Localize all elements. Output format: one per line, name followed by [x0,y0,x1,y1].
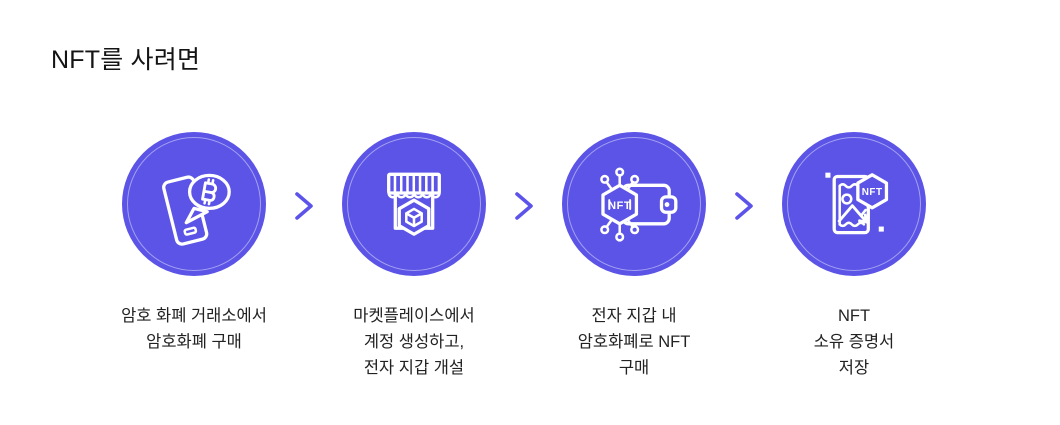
marketplace-store-icon [387,172,441,236]
nft-label: NFT [862,187,883,198]
step-circle [122,132,266,276]
caption-line: 전자 지갑 개설 [363,359,465,377]
step-certificate-storage: NFT NFT 소유 증명서 저장 [744,132,964,381]
step-circle: NFT [562,132,706,276]
caption-line: 암호화폐 구매 [146,333,242,351]
wallet-nft-icon: NFT [600,167,678,242]
caption-line: 저장 [838,359,870,377]
step-circle [342,132,486,276]
step-circle: NFT [782,132,926,276]
step-caption: 암호 화폐 거래소에서 암호화폐 구매 [121,303,267,355]
step-caption: 마켓플레이스에서 계정 생성하고, 전자 지갑 개설 [353,303,474,381]
caption-line: NFT [837,307,871,325]
chevron-right-icon [511,189,537,223]
step-wallet-purchase: NFT 전자 지갑 내 암호화폐로 NFT 구매 [524,132,744,381]
chevron-right-icon [731,189,757,223]
nft-label: NFT [608,200,631,212]
smartphone-bitcoin-chat-icon [162,173,231,246]
step-marketplace: 마켓플레이스에서 계정 생성하고, 전자 지갑 개설 [304,132,524,381]
caption-line: 전자 지갑 내 [591,307,677,325]
nft-certificate-icon: NFT [825,172,889,235]
caption-line: 계정 생성하고, [363,333,465,351]
step-caption: 전자 지갑 내 암호화폐로 NFT 구매 [578,303,691,381]
page-title: NFT를 사려면 [51,46,201,74]
caption-line: 소유 증명서 [813,333,895,351]
step-crypto-exchange: 암호 화폐 거래소에서 암호화폐 구매 [84,132,304,355]
step-caption: NFT 소유 증명서 저장 [814,303,894,381]
caption-line: 암호화폐로 NFT [577,333,691,351]
caption-line: 마켓플레이스에서 [353,307,475,325]
caption-line: 암호 화폐 거래소에서 [121,307,267,325]
caption-line: 구매 [618,359,650,377]
steps-flow: 암호 화폐 거래소에서 암호화폐 구매 마켓플레이스에서 계 [84,132,964,381]
chevron-right-icon [291,189,317,223]
